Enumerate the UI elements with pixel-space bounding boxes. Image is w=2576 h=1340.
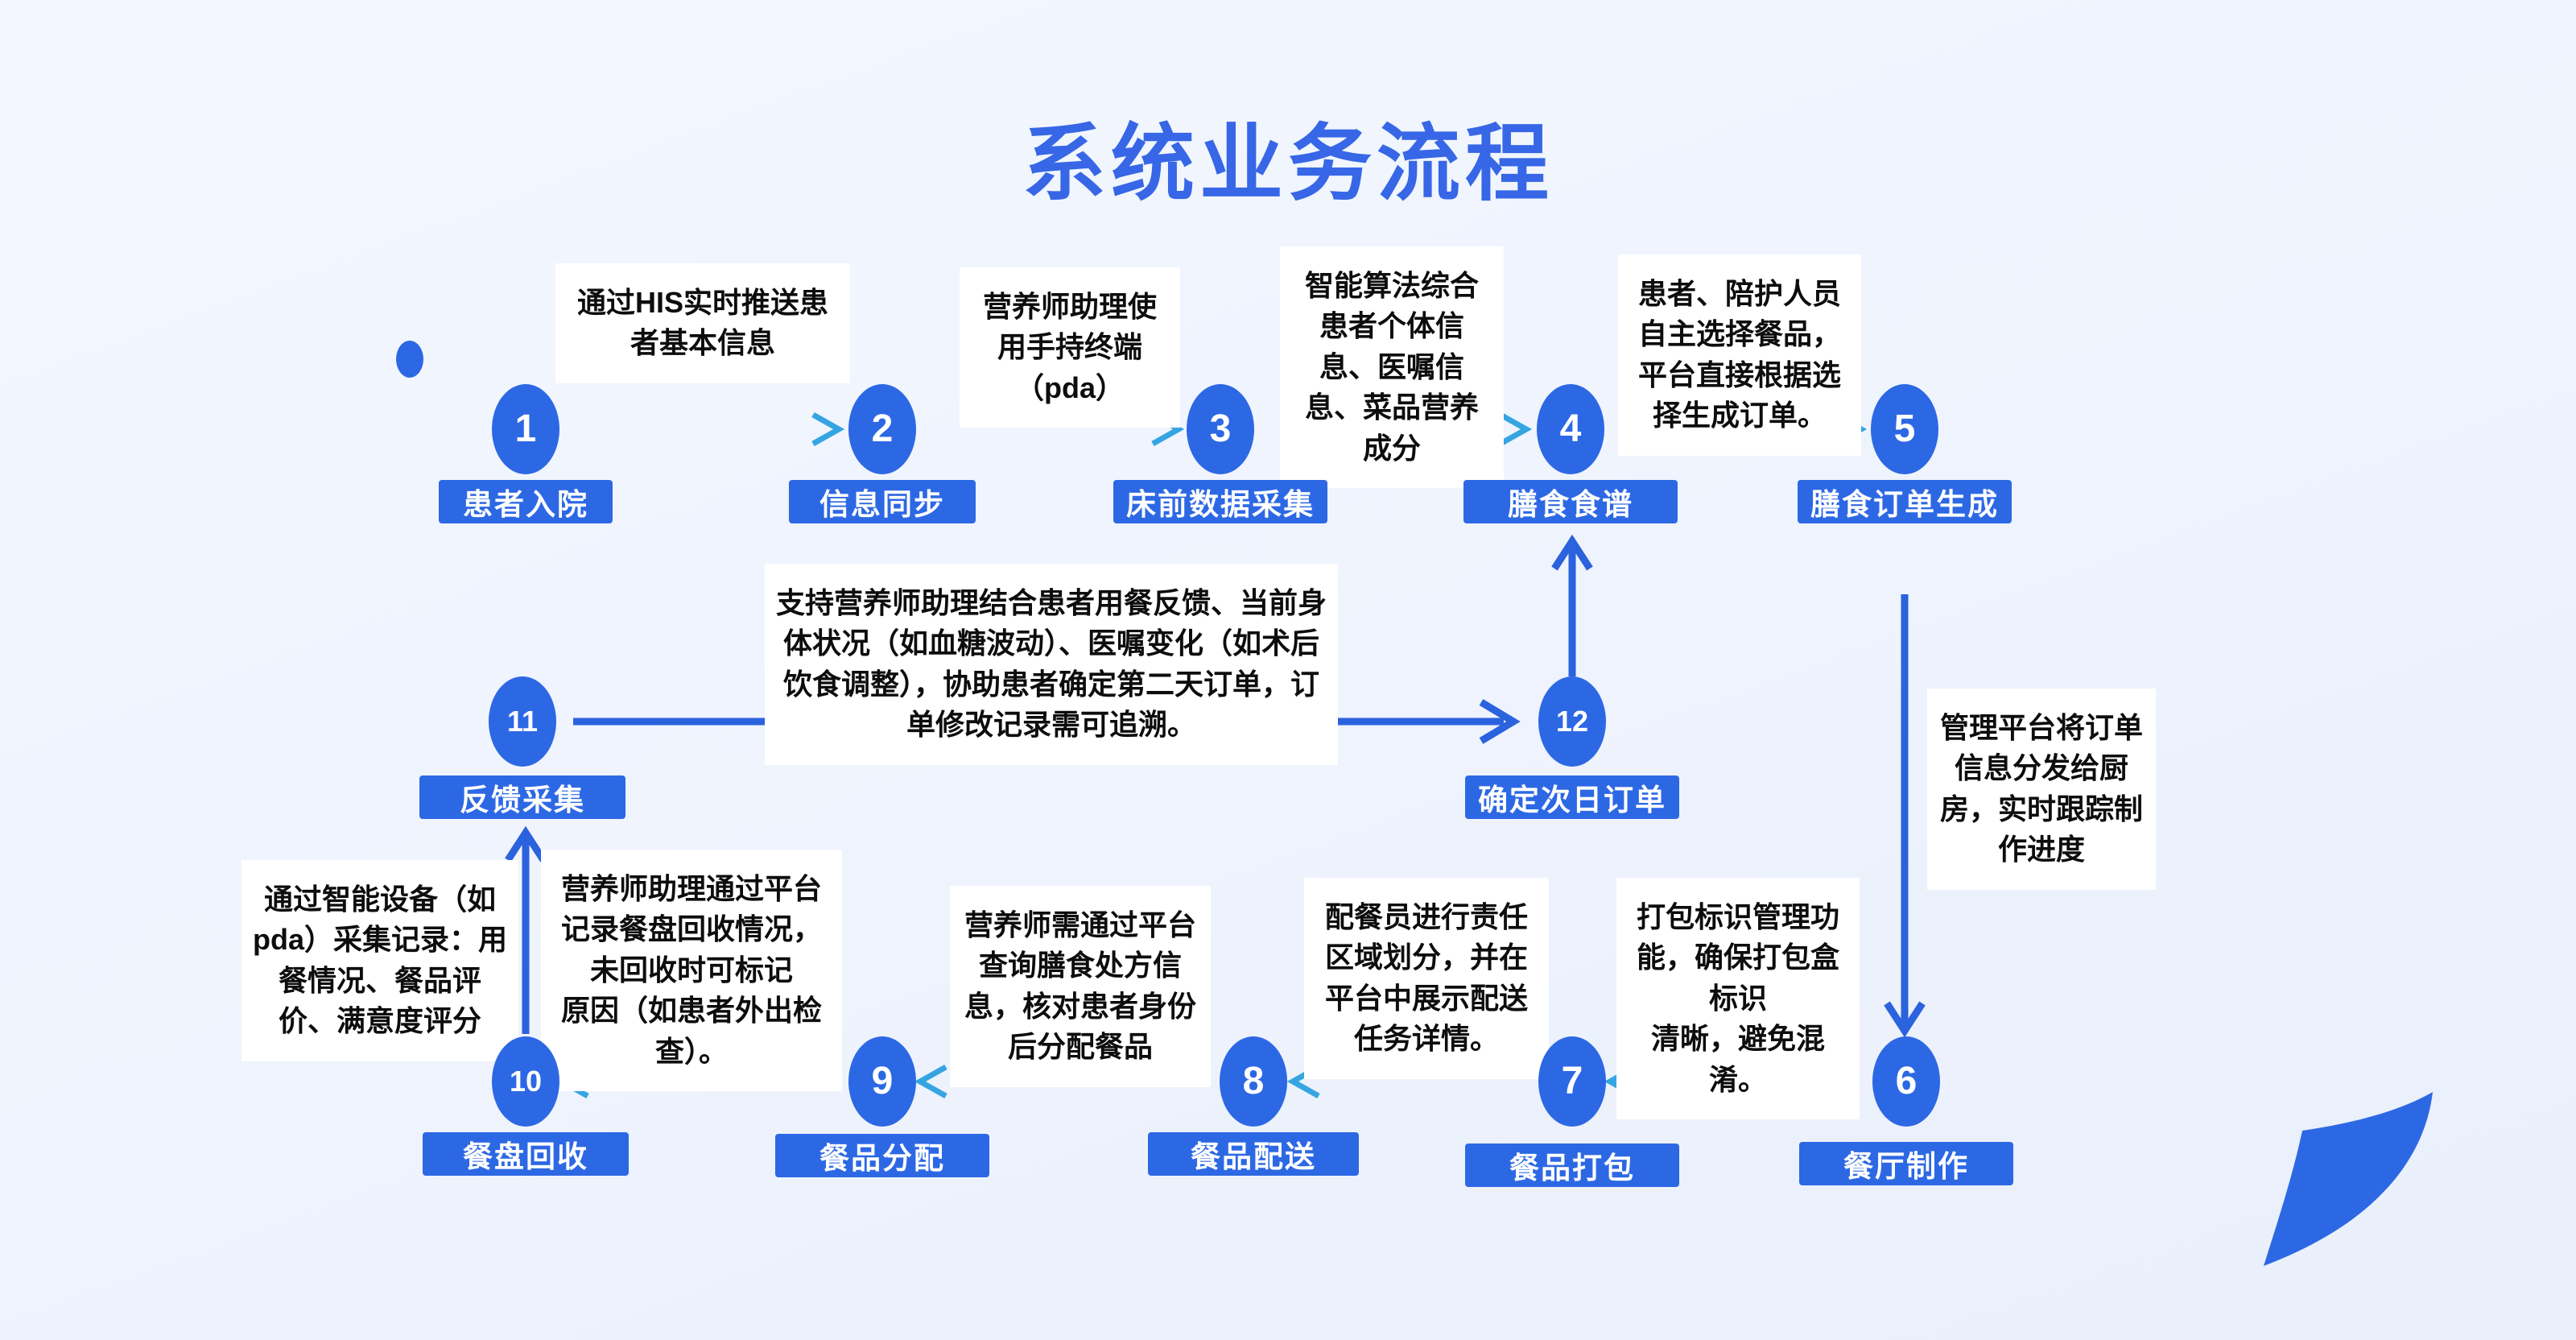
step-9-circle: 9 xyxy=(848,1036,916,1127)
note-smart-device: 通过智能设备（如pda）采集记录：用餐情况、餐品评价、满意度评分 xyxy=(242,860,518,1061)
step-1-circle: 1 xyxy=(492,384,559,474)
corner-sail-shape xyxy=(2264,1092,2433,1266)
step-10-number: 10 xyxy=(509,1065,543,1098)
step-12-circle: 12 xyxy=(1538,676,1606,767)
page-title: 系统业务流程 xyxy=(1022,118,1554,211)
step-5-circle: 5 xyxy=(1871,384,1938,474)
step-10-label: 餐盘回收 xyxy=(423,1132,629,1176)
note-self-select: 患者、陪护人员自主选择餐品，平台直接根据选择生成订单。 xyxy=(1618,254,1861,456)
note-kitchen-dispatch: 管理平台将订单信息分发给厨房，实时跟踪制作进度 xyxy=(1927,689,2156,890)
note-delivery-zone: 配餐员进行责任区域划分，并在平台中展示配送任务详情。 xyxy=(1304,878,1549,1079)
arrow-step12-step4 xyxy=(1551,534,1593,676)
note-his-push: 通过HIS实时推送患者基本信息 xyxy=(555,263,850,383)
step-7-label: 餐品打包 xyxy=(1465,1144,1679,1187)
step-2-number: 2 xyxy=(871,407,894,450)
step-5-number: 5 xyxy=(1893,407,1916,450)
arrow-step1-step2 xyxy=(568,412,845,447)
step-1-number: 1 xyxy=(514,407,537,450)
step-8-circle: 8 xyxy=(1220,1036,1287,1127)
step-6-label: 餐厅制作 xyxy=(1799,1142,2013,1185)
arrow-step5-step6 xyxy=(1884,594,1926,1038)
note-verify-identity: 营养师需通过平台查询膳食处方信息，核对患者身份后分配餐品 xyxy=(950,886,1211,1087)
step-4-number: 4 xyxy=(1559,407,1582,450)
step-11-label: 反馈采集 xyxy=(419,775,625,819)
step-12-number: 12 xyxy=(1555,705,1589,738)
decor-dot xyxy=(396,341,423,378)
step-7-circle: 7 xyxy=(1538,1036,1606,1127)
step-11-circle: 11 xyxy=(489,676,556,767)
step-3-circle: 3 xyxy=(1187,384,1254,474)
note-tray-record: 营养师助理通过平台记录餐盘回收情况，未回收时可标记 原因（如患者外出检查）。 xyxy=(541,850,842,1091)
step-8-number: 8 xyxy=(1242,1060,1265,1102)
note-pda-terminal: 营养师助理使用手持终端（pda） xyxy=(960,267,1180,428)
step-12-label: 确定次日订单 xyxy=(1465,775,1679,819)
step-6-number: 6 xyxy=(1895,1060,1918,1102)
note-feedback-assist: 支持营养师助理结合患者用餐反馈、当前身体状况（如血糖波动）、医嘱变化（如术后饮食… xyxy=(765,564,1338,765)
step-3-number: 3 xyxy=(1209,407,1232,450)
step-1-label: 患者入院 xyxy=(439,480,613,523)
note-smart-algorithm: 智能算法综合患者个体信息、医嘱信息、菜品营养成分 xyxy=(1280,246,1504,488)
step-4-circle: 4 xyxy=(1537,384,1604,474)
step-5-label: 膳食订单生成 xyxy=(1798,480,2012,523)
step-4-label: 膳食食谱 xyxy=(1463,480,1678,523)
step-10-circle: 10 xyxy=(492,1036,559,1127)
step-6-circle: 6 xyxy=(1872,1036,1940,1127)
step-7-number: 7 xyxy=(1561,1060,1583,1102)
step-2-circle: 2 xyxy=(848,384,916,474)
arrow-step10-step11 xyxy=(505,825,547,1034)
step-2-label: 信息同步 xyxy=(789,480,976,523)
step-9-number: 9 xyxy=(871,1060,894,1102)
step-8-label: 餐品配送 xyxy=(1148,1132,1359,1176)
step-9-label: 餐品分配 xyxy=(775,1134,989,1177)
note-packing-label: 打包标识管理功能，确保打包盒标识 清晰，避免混淆。 xyxy=(1616,878,1860,1119)
step-11-number: 11 xyxy=(506,705,539,738)
step-3-label: 床前数据采集 xyxy=(1113,480,1327,523)
